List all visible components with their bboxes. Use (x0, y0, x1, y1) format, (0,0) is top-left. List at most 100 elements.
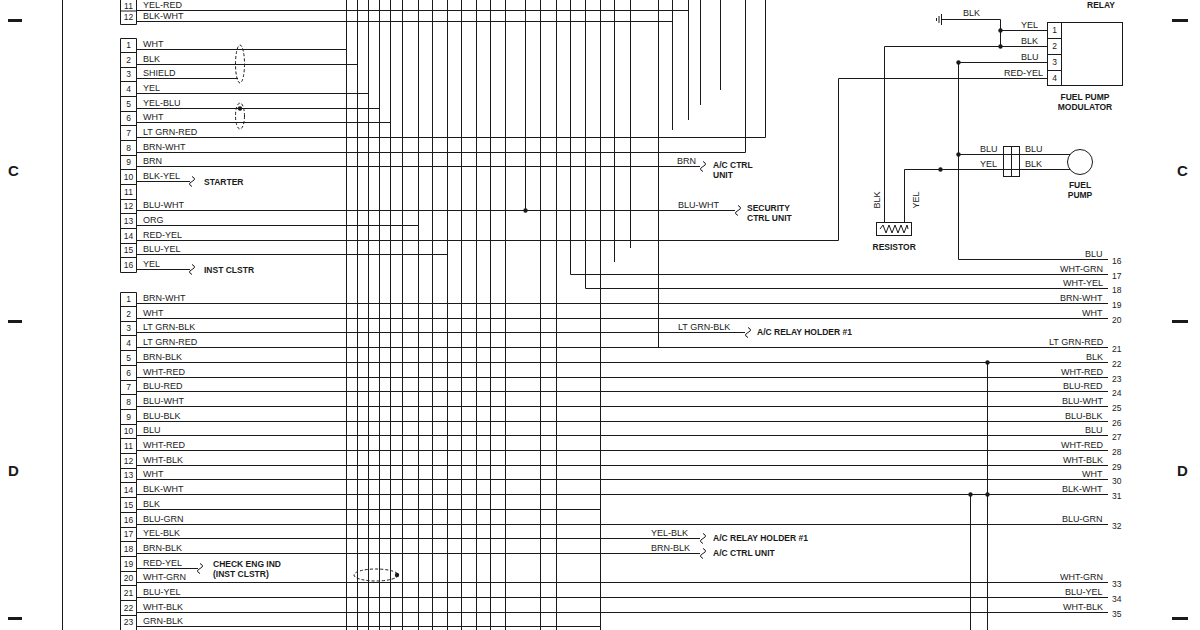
wire-color: YEL (142, 259, 161, 269)
junction-dot (985, 360, 989, 364)
wire-color: BLK-WHT (142, 484, 185, 494)
wire-color: BLU (142, 425, 162, 435)
wire-color: BLU (1020, 52, 1040, 62)
wire-color: BLK-WHT (1061, 484, 1104, 494)
margin-letter: C (8, 163, 19, 179)
wire-color: BLK (871, 191, 881, 208)
wire-color: BLK-YEL (142, 171, 181, 181)
pin-number: 35 (1112, 609, 1121, 619)
wire-color: BLU-WHT (1061, 396, 1104, 406)
wire-color: BRN-WHT (1059, 293, 1104, 303)
wire-color: BLU-BLK (1064, 411, 1104, 421)
margin-mark (8, 617, 22, 620)
pin-number: 32 (1112, 521, 1121, 531)
pin-number: 25 (1112, 403, 1121, 413)
pin-number: 33 (1112, 579, 1121, 589)
wire-color: BLK (142, 54, 161, 64)
wire-color: RED-YEL (142, 230, 183, 240)
wire-color: BLU (979, 144, 999, 154)
pin-number: 24 (1112, 388, 1121, 398)
pin-number: 14 (121, 231, 136, 241)
frame-line (62, 0, 63, 630)
component-name: STARTER (203, 177, 245, 187)
modulator-box: 1234FUEL PUMP MODULATOR (1047, 22, 1123, 86)
wire-color: BLK (1085, 352, 1104, 362)
pin-number: 11 (121, 1, 136, 11)
wire-color: SHIELD (142, 68, 177, 78)
pin-number: 7 (121, 382, 136, 392)
pin-cell: 1 (1047, 22, 1062, 39)
wire-color: WHT (1081, 308, 1104, 318)
wire-color: BLU-RED (1062, 381, 1104, 391)
margin-mark (1172, 19, 1188, 22)
wire-color: BLK-WHT (142, 11, 185, 21)
wire-color: LT GRN-BLK (142, 322, 196, 332)
junction-dot (523, 208, 527, 212)
component-name: RELAY (1086, 0, 1116, 10)
pin-number: 27 (1112, 432, 1121, 442)
pin-number: 4 (1048, 73, 1061, 83)
wire-color: WHT-GRN (142, 572, 187, 582)
wire-color: BRN (142, 156, 163, 166)
wire-color: WHT-GRN (1059, 572, 1104, 582)
pin-number: 10 (121, 426, 136, 436)
pump-circle (1068, 150, 1093, 175)
wire-color: WHT-RED (142, 367, 186, 377)
pin-number: 2 (1048, 41, 1061, 51)
pin-cell: 2 (1047, 38, 1062, 55)
pin-number: 8 (121, 143, 136, 153)
wire-color: WHT-BLK (1062, 602, 1104, 612)
fuel-pump-symbol: FUEL PUMP (1067, 149, 1093, 175)
wire-color: BLU-RED (142, 381, 184, 391)
pin-number: 20 (121, 573, 136, 583)
pin-number: 7 (121, 128, 136, 138)
wire-color: BLK (962, 8, 981, 18)
pin-number: 19 (1112, 300, 1121, 310)
wire-color: BRN (676, 156, 697, 166)
wire-color: WHT (142, 112, 165, 122)
pin-number: 15 (121, 245, 136, 255)
pin-number: 1 (121, 40, 136, 50)
pin-number: 3 (1048, 57, 1061, 67)
pin-number: 15 (121, 500, 136, 510)
pin-number: 20 (1112, 315, 1121, 325)
pin-number: 18 (121, 544, 136, 554)
wire-color: BLU-YEL (1064, 587, 1104, 597)
wire-color: BLU-WHT (142, 396, 185, 406)
shield-outline (236, 45, 245, 83)
component-name: A/C RELAY HOLDER #1 (712, 533, 809, 543)
wire (137, 304, 1108, 627)
modulator-body (1061, 22, 1123, 86)
pin-number: 21 (121, 588, 136, 598)
pin-number: 9 (121, 157, 136, 167)
pin-number: 26 (1112, 418, 1121, 428)
pin-number: 19 (121, 559, 136, 569)
junction-dot (985, 492, 989, 496)
pin-number: 23 (121, 617, 136, 627)
connector-outline (121, 293, 137, 630)
pin-number: 30 (1112, 476, 1121, 486)
pin-number: 12 (121, 201, 136, 211)
pin-number: 4 (121, 338, 136, 348)
pin-number: 2 (121, 55, 136, 65)
pin-number: 11 (121, 441, 136, 451)
pin-number: 16 (121, 515, 136, 525)
pin-number: 8 (121, 397, 136, 407)
wire (571, 260, 1109, 289)
wire-color: WHT (142, 308, 165, 318)
wire (137, 50, 839, 270)
component-name: A/C RELAY HOLDER #1 (756, 327, 853, 337)
wire-color: BLK (1020, 36, 1039, 46)
pin-number: 4 (121, 84, 136, 94)
wire-color: YEL-BLK (650, 528, 689, 538)
pin-number: 13 (121, 470, 136, 480)
pin-number: 9 (121, 412, 136, 422)
wire-color: YEL (979, 159, 998, 169)
wire (839, 20, 1048, 630)
wire-color: WHT-RED (142, 440, 186, 450)
pin-number: 6 (121, 368, 136, 378)
wire-color: WHT-BLK (142, 602, 184, 612)
wire (885, 47, 1048, 223)
wire-color: BLK (142, 499, 161, 509)
wire-color: LT GRN-BLK (677, 322, 731, 332)
